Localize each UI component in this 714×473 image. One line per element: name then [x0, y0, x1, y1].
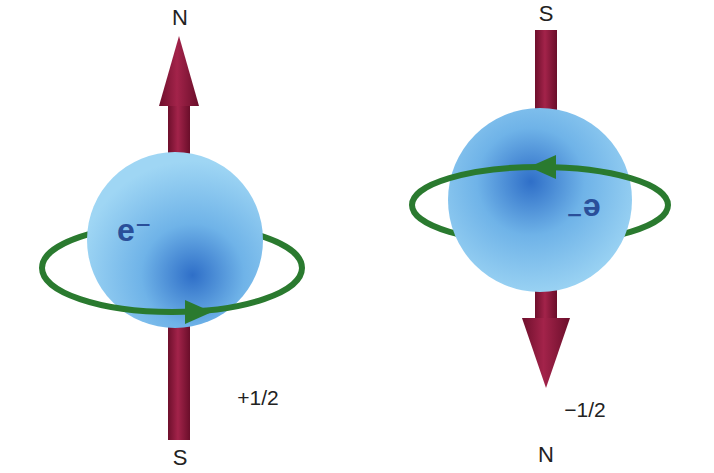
spin-arrowhead: [185, 300, 212, 324]
north-arrowhead: [159, 36, 199, 106]
pole-label: N: [172, 7, 188, 29]
electron-symbol: e⁻: [566, 194, 601, 226]
label-holder: +1/2: [237, 387, 278, 409]
label-holder: N: [538, 444, 554, 466]
spin-value: +1/2: [237, 387, 278, 408]
sphere-outline: [87, 152, 263, 328]
pole-label: S: [539, 3, 554, 25]
label-holder: N: [172, 7, 188, 29]
electron-sphere: e⁻: [87, 152, 263, 328]
spin-orbit-front: [42, 268, 302, 312]
spin-value: −1/2: [564, 399, 605, 420]
label-holder: S: [539, 3, 554, 25]
sphere-body: [448, 108, 632, 292]
sphere-body: [87, 152, 263, 328]
pole-label: S: [173, 447, 188, 469]
spin-arrowhead: [529, 155, 556, 179]
electron-symbol: e⁻: [117, 214, 152, 246]
spin-orbit-front: [412, 167, 668, 205]
electron-sphere: e⁻: [448, 108, 632, 292]
sphere-outline: [448, 108, 632, 292]
north-arrowhead: [522, 318, 570, 388]
label-holder: S: [173, 447, 188, 469]
pole-label: N: [538, 444, 554, 466]
label-holder: −1/2: [564, 399, 605, 421]
magnet-rod: [168, 310, 190, 440]
